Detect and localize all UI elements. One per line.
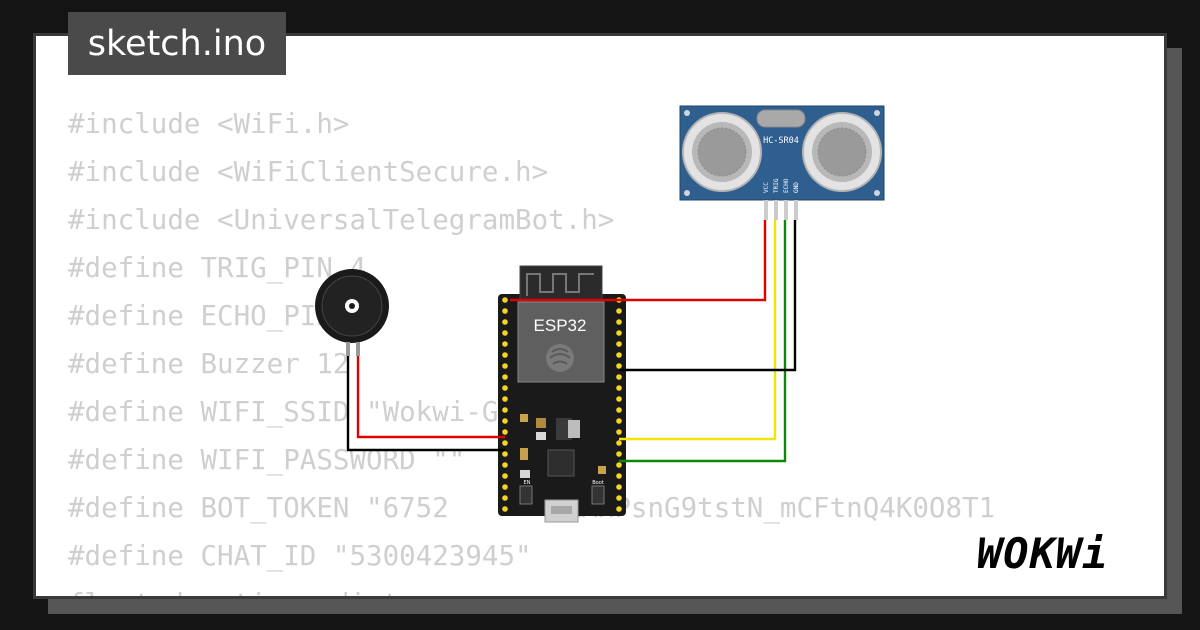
transducer-left bbox=[682, 112, 762, 192]
pin-label-echo: ECHO bbox=[783, 178, 790, 193]
code-preview: #include <WiFi.h> #include <WiFiClientSec… bbox=[68, 100, 995, 596]
pin-label-vcc: VCC bbox=[763, 182, 770, 193]
ultrasonic-sensor[interactable]: HC-SR04 VCC TRIG ECHO GND bbox=[679, 105, 885, 220]
code-line-3: #include <UniversalTelegramBot.h> bbox=[68, 204, 615, 236]
wire-echo-green bbox=[619, 220, 787, 463]
boot-label: Boot bbox=[592, 480, 604, 486]
en-label: EN bbox=[524, 480, 531, 486]
file-tab-sketch[interactable]: sketch.ino bbox=[68, 12, 286, 75]
piezo-buzzer[interactable] bbox=[315, 269, 389, 356]
boot-button[interactable] bbox=[591, 485, 605, 505]
esp32-board[interactable]: ESP32 bbox=[498, 265, 626, 523]
pin-label-trig: TRIG bbox=[773, 178, 780, 193]
right-pin-header bbox=[616, 297, 622, 512]
en-button[interactable] bbox=[519, 485, 533, 505]
code-line-1: #include <WiFi.h> bbox=[68, 108, 350, 140]
sensor-model-label: HC-SR04 bbox=[763, 136, 799, 146]
wire-gnd-black bbox=[619, 220, 797, 372]
wire-buzzer-red bbox=[356, 356, 505, 439]
code-line-10: #define CHAT_ID "5300423945" bbox=[68, 540, 532, 572]
code-line-5: #define ECHO_PIN 2 bbox=[68, 300, 367, 332]
board-label: ESP32 bbox=[534, 316, 587, 335]
code-line-2: #include <WiFiClientSecure.h> bbox=[68, 156, 549, 188]
logo-text: WOKWi bbox=[977, 529, 1108, 578]
code-line-4: #define TRIG_PIN 4 bbox=[68, 252, 367, 284]
code-line-6: #define Buzzer 12 bbox=[68, 348, 350, 380]
pin-label-gnd: GND bbox=[793, 182, 800, 193]
wokwi-logo: WOKWi bbox=[977, 529, 1108, 578]
left-pin-header bbox=[502, 297, 508, 512]
code-line-11: float duration, distance; bbox=[68, 580, 995, 596]
wires bbox=[346, 220, 797, 463]
transducer-right bbox=[802, 112, 882, 192]
wire-buzzer-black bbox=[346, 356, 505, 452]
wire-trig-yellow bbox=[619, 220, 777, 441]
wire-vcc-red bbox=[510, 220, 767, 302]
